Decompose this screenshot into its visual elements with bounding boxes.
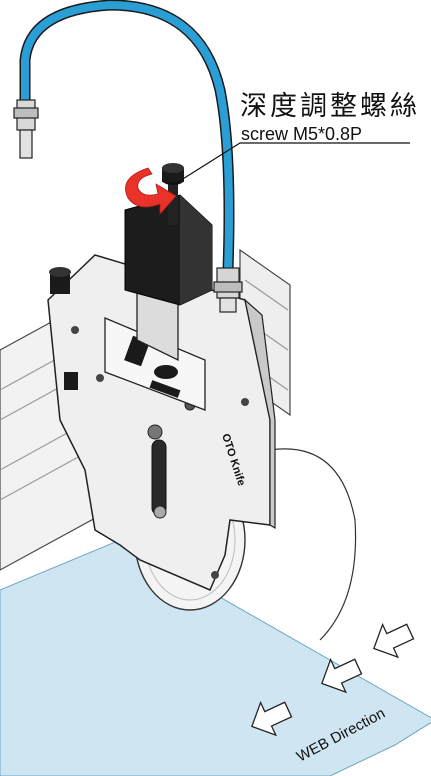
holder-plate xyxy=(47,254,276,591)
lock-knob xyxy=(49,267,78,390)
direction-arrow-icon xyxy=(251,700,293,737)
depth-adjust-screw xyxy=(162,163,184,225)
rotation-arrow-icon xyxy=(125,167,177,216)
direction-arrow-icon xyxy=(321,657,363,694)
hose-fitting-left xyxy=(13,99,39,159)
air-hose xyxy=(19,0,235,276)
hose-fitting-right xyxy=(213,267,243,313)
clamp-block xyxy=(124,194,213,306)
callout-leader-line xyxy=(177,142,410,183)
direction-arrow-icon xyxy=(373,622,415,659)
direction-arrows xyxy=(251,622,415,737)
callout-subtitle: screw M5*0.8P xyxy=(241,124,363,144)
callout-title: 深度調整螺絲 xyxy=(240,91,420,122)
